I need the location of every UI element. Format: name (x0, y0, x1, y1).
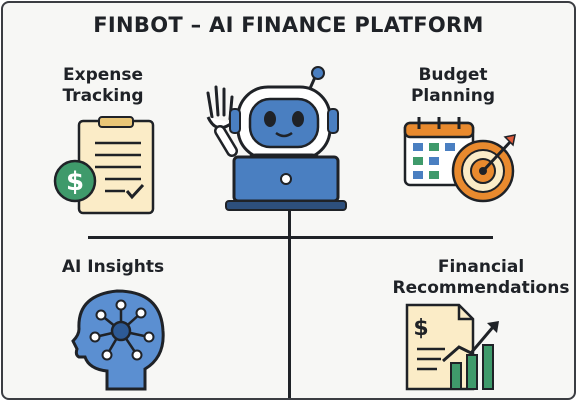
svg-text:$: $ (66, 167, 84, 197)
budget-label-line1: Budget (418, 65, 488, 85)
vertical-connector (288, 211, 291, 398)
expense-label-line1: Expense (62, 65, 144, 85)
expense-label-line2: Tracking (62, 86, 144, 106)
growth-chart-document-icon: $ (405, 303, 499, 391)
recommendations-label-line2: Recommendations (392, 278, 570, 298)
robot-laptop-icon (206, 66, 347, 211)
insights-label-line1: AI Insights (61, 257, 165, 277)
expense-tracking-label: Expense Tracking (53, 65, 153, 107)
budget-label-line2: Planning (410, 86, 496, 106)
dollar-document-icon: $ (53, 116, 155, 215)
recommendations-label-line1: Financial (437, 257, 525, 277)
ai-head-icon (71, 289, 165, 391)
calendar-target-icon (403, 117, 516, 203)
financial-recommendations-label: Financial Recommendations (391, 257, 571, 299)
page-title: FINBOT – AI FINANCE PLATFORM (93, 13, 484, 37)
budget-planning-label: Budget Planning (398, 65, 508, 107)
svg-text:$: $ (413, 316, 428, 341)
ai-insights-label: AI Insights (43, 257, 183, 278)
